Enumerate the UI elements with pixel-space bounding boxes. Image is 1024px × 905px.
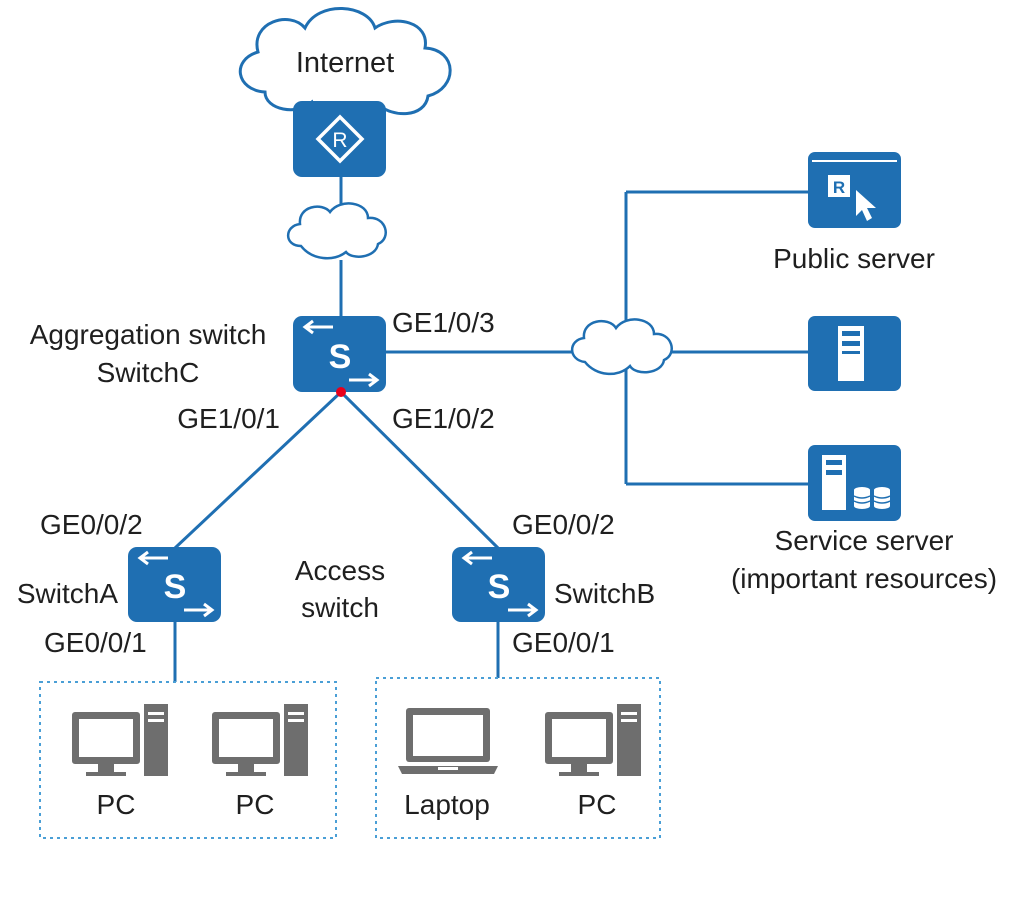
switcha-port-ge0-0-1: GE0/0/1 — [44, 627, 147, 658]
public-server-glyph: R — [833, 178, 845, 197]
pc-label-1: PC — [97, 789, 136, 820]
switchb-glyph: S — [488, 568, 511, 606]
switcha-glyph: S — [164, 568, 187, 606]
switcha-icon: S — [128, 547, 221, 622]
pc-icon — [72, 704, 168, 776]
lan-cloud-icon — [570, 318, 673, 375]
pc-icon — [212, 704, 308, 776]
aggregation-switch-label: Aggregation switch — [30, 319, 267, 350]
internet-cloud-icon: Internet — [238, 7, 452, 118]
switchb-icon: S — [452, 547, 545, 622]
service-server-icon — [808, 445, 901, 521]
public-server-label: Public server — [773, 243, 935, 274]
labels: Aggregation switch SwitchC GE1/0/3 GE1/0… — [17, 243, 997, 820]
laptop-label: Laptop — [404, 789, 490, 820]
switcha-label: SwitchA — [17, 578, 118, 609]
link-switchc-switchb — [339, 390, 500, 550]
port-dot — [336, 387, 346, 397]
pc-label-3: PC — [578, 789, 617, 820]
router-glyph: R — [332, 129, 347, 152]
switchc-label: SwitchC — [97, 357, 200, 388]
switchc-icon: S — [293, 316, 386, 392]
laptop-icon — [398, 708, 498, 774]
access-switch-label-2: switch — [301, 592, 379, 623]
service-server-label-1: Service server — [775, 525, 954, 556]
internet-label: Internet — [296, 47, 394, 79]
switchb-port-ge0-0-2: GE0/0/2 — [512, 509, 615, 540]
switchc-port-ge1-0-3: GE1/0/3 — [392, 307, 495, 338]
router-icon: R — [293, 101, 386, 177]
wan-cloud-icon — [286, 202, 387, 260]
switchc-glyph: S — [329, 338, 352, 376]
switcha-port-ge0-0-2: GE0/0/2 — [40, 509, 143, 540]
pc-group-b — [375, 677, 661, 839]
public-server-icon: R — [808, 152, 901, 228]
pc-icon — [545, 704, 641, 776]
switchb-port-ge0-0-1: GE0/0/1 — [512, 627, 615, 658]
server-icon — [808, 316, 901, 391]
pc-label-2: PC — [236, 789, 275, 820]
service-server-label-2: (important resources) — [731, 563, 997, 594]
switchb-label: SwitchB — [554, 578, 655, 609]
access-switch-label-1: Access — [295, 555, 385, 586]
link-switchc-switcha — [173, 390, 343, 550]
pc-group-a — [39, 681, 337, 839]
switchc-port-ge1-0-2: GE1/0/2 — [392, 403, 495, 434]
switchc-port-ge1-0-1: GE1/0/1 — [177, 403, 280, 434]
